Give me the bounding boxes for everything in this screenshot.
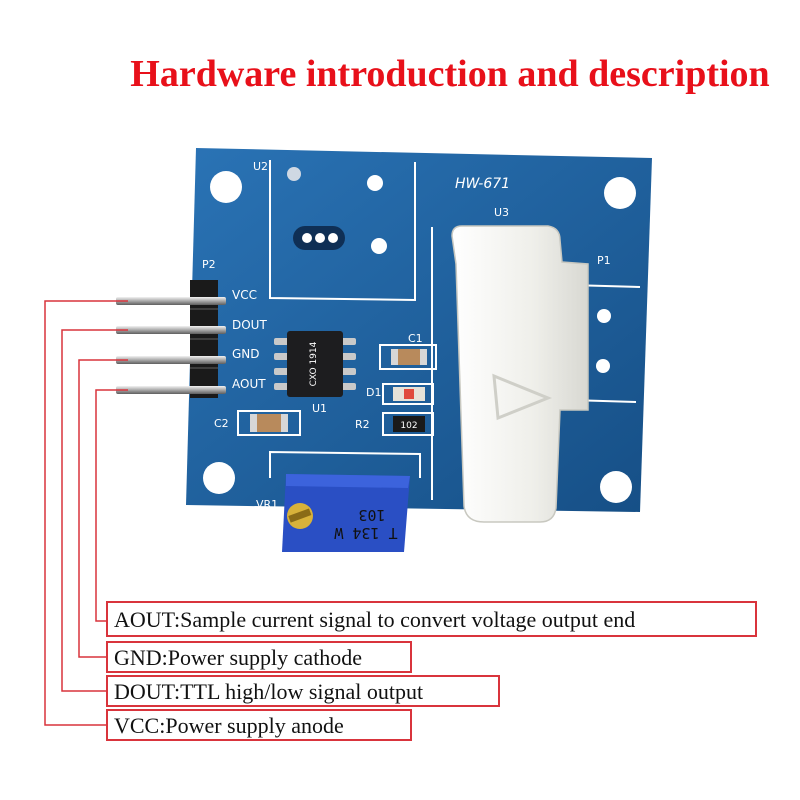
current-sensor-u3 (451, 225, 589, 523)
label-u1: U1 (312, 402, 327, 415)
desc-aout: AOUT:Sample current signal to convert vo… (106, 601, 757, 637)
leader-gnd (78, 359, 128, 658)
pin-label-gnd: GND (232, 347, 260, 361)
pin-label-aout: AOUT (232, 377, 266, 391)
resistor-r2: 102 (382, 412, 434, 436)
resistor-code: 102 (400, 421, 417, 431)
pin-label-dout: DOUT (232, 318, 267, 332)
label-p1: P1 (597, 254, 611, 267)
label-d1: D1 (366, 386, 381, 399)
pot-marking-1: 103 (358, 506, 385, 524)
label-c2: C2 (214, 417, 229, 430)
header-p2 (116, 280, 226, 398)
desc-vcc: VCC:Power supply anode (106, 709, 412, 741)
capacitor-c1 (379, 344, 437, 370)
led-d1 (382, 383, 434, 405)
label-c1: C1 (408, 332, 423, 345)
capacitor-c2 (237, 410, 301, 436)
potentiometer-vr1: 103 T 134 W (282, 474, 410, 552)
chip-marking: CXO 1914 (309, 341, 319, 386)
board-model: HW-671 (455, 176, 510, 192)
mounting-holes (203, 167, 636, 503)
desc-gnd: GND:Power supply cathode (106, 641, 412, 673)
desc-dout: DOUT:TTL high/low signal output (106, 675, 500, 707)
leader-dout (61, 329, 128, 692)
label-vr1: VR1 (256, 498, 278, 511)
label-u3: U3 (494, 206, 509, 219)
chip-u1: CXO 1914 (274, 331, 356, 397)
label-p2: P2 (202, 258, 216, 271)
leader-aout (95, 389, 128, 622)
leader-vcc (44, 300, 128, 726)
pot-marking-2: T 134 W (333, 524, 397, 542)
u2-footprint (269, 160, 416, 302)
pin-label-vcc: VCC (232, 288, 257, 302)
leader-lines (44, 300, 128, 726)
page-title: Hardware introduction and description (130, 53, 770, 95)
label-u2: U2 (253, 160, 268, 173)
label-r2: R2 (355, 418, 370, 431)
